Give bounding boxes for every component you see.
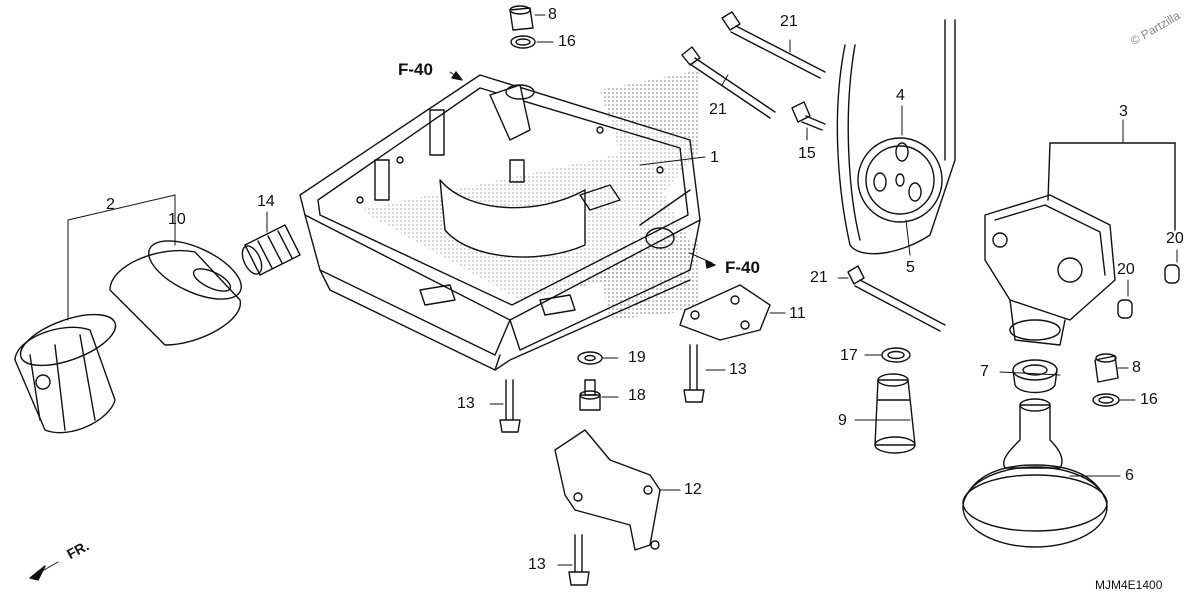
callout-18: 18 [628, 387, 646, 404]
callout-11: 11 [789, 305, 806, 322]
oil-pump-sprocket-part [857, 137, 943, 223]
bolt-15 [791, 101, 826, 131]
callout-21-b: 21 [709, 101, 727, 118]
callout-5: 5 [906, 259, 915, 276]
collar-top-part [509, 5, 536, 49]
ref-arrowhead-1 [451, 71, 463, 81]
oil-strainer-part [962, 398, 1108, 548]
ref-arrowhead-2 [705, 260, 716, 269]
fr-arrow-icon [29, 565, 46, 581]
o-ring-17 [881, 347, 911, 363]
callout-16-right: 16 [1140, 391, 1158, 408]
cam-chain-part [836, 19, 956, 255]
washer-19 [577, 351, 603, 365]
callout-21-a: 21 [780, 13, 798, 30]
bolt-13-c [568, 534, 590, 586]
shaded-region-upper [600, 70, 700, 220]
callout-21-c: 21 [810, 269, 828, 286]
callout-19: 19 [628, 349, 646, 366]
o-ring-part [1012, 359, 1058, 394]
callout-13-c: 13 [528, 556, 546, 573]
oil-pan-part [299, 74, 701, 371]
bolt-21-a [681, 46, 776, 119]
callout-3: 3 [1119, 103, 1128, 120]
bolt-21-b [721, 11, 826, 79]
callout-8-top: 8 [548, 6, 557, 23]
callout-9: 9 [838, 412, 847, 429]
callout-7: 7 [980, 363, 989, 380]
pipe-part [241, 224, 301, 276]
callout-6: 6 [1125, 467, 1134, 484]
bolt-13-b [683, 344, 705, 403]
oil-pump-part [984, 142, 1176, 346]
callout-20-a: 20 [1117, 261, 1135, 278]
callout-10: 10 [168, 211, 186, 228]
callout-17: 17 [840, 347, 858, 364]
callout-4: 4 [896, 87, 905, 104]
callout-15: 15 [798, 145, 816, 162]
washer-19-inner [584, 354, 596, 362]
relief-valve-part [874, 373, 916, 454]
callout-12: 12 [684, 481, 702, 498]
ref-label-f40-mid: F-40 [725, 258, 760, 277]
bracket-part [554, 429, 661, 551]
callout-13-b: 13 [729, 361, 747, 378]
callout-2: 2 [106, 196, 115, 213]
drain-bolt-18 [579, 379, 601, 411]
callout-16-top: 16 [558, 33, 576, 50]
callout-1: 1 [710, 149, 719, 166]
callout-14: 14 [257, 193, 275, 210]
oil-filter-part [14, 313, 117, 434]
o-ring-17-inner [887, 350, 905, 360]
ref-label-f40-top: F-40 [398, 60, 433, 79]
callout-8-right: 8 [1132, 359, 1141, 376]
bolt-13-a [499, 379, 521, 433]
collar-right-part [1092, 353, 1120, 407]
callout-20-b: 20 [1166, 230, 1184, 247]
leader-lines [29, 14, 1178, 579]
callout-13-a: 13 [457, 395, 475, 412]
oil-filter-cartridge-part [109, 240, 242, 346]
diagram-code: MJM4E1400 [1095, 578, 1163, 592]
bolt-21-c [847, 265, 946, 332]
gasket-part [679, 284, 771, 341]
dowel-pins [1117, 264, 1180, 319]
